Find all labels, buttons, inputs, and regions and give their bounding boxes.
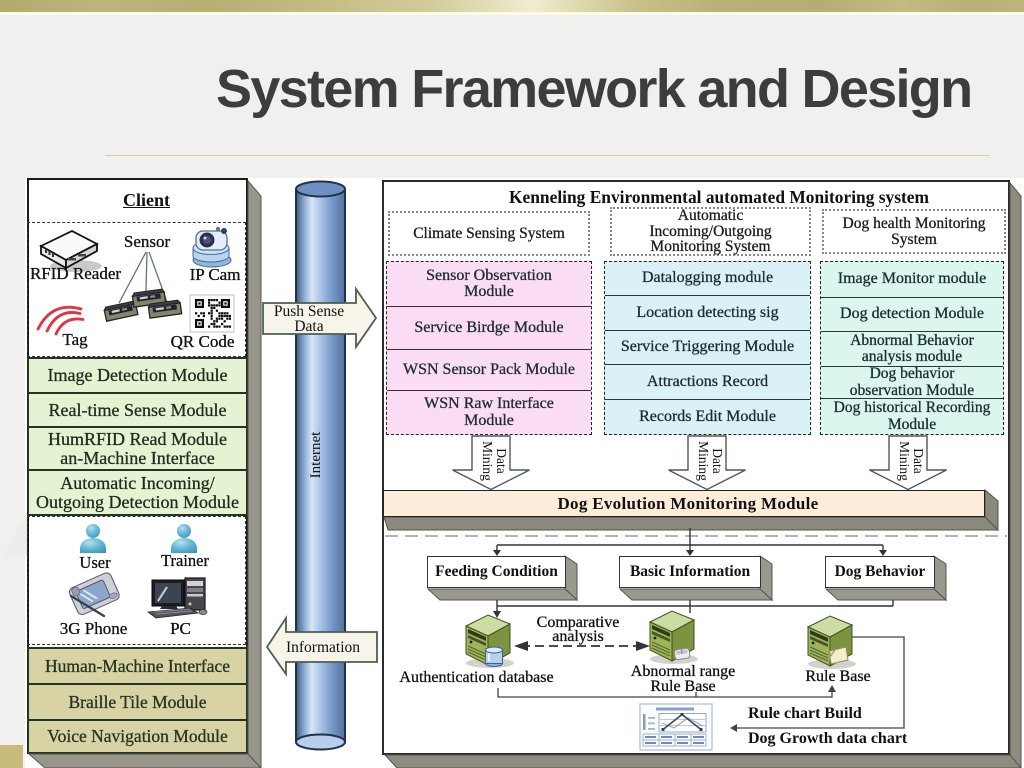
svg-text:Mining: Mining [480,441,495,481]
svg-text:Internet: Internet [308,431,324,478]
svg-text:Information: Information [286,639,360,656]
svg-text:Data: Data [710,448,725,473]
svg-text:Data: Data [294,318,323,335]
svg-text:Data: Data [911,448,926,473]
svg-text:Data: Data [494,448,509,473]
svg-text:Mining: Mining [696,441,711,481]
svg-text:Mining: Mining [897,441,912,481]
svg-text:Push Sense: Push Sense [274,303,344,320]
